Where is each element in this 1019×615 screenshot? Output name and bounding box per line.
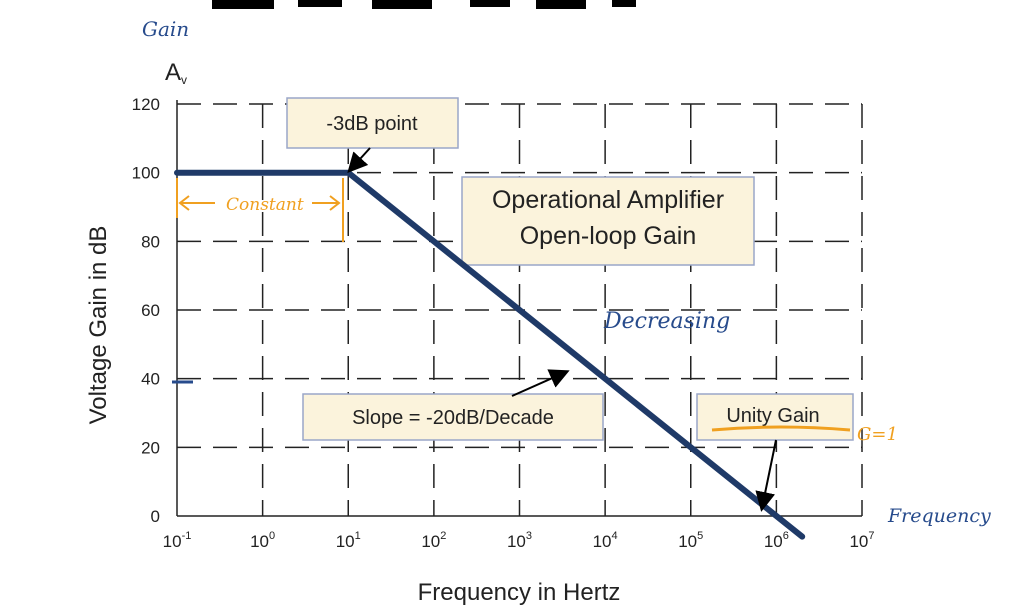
series-layer <box>174 169 806 540</box>
y-tick-label-100: 100 <box>132 164 160 183</box>
constant-bracket <box>176 178 344 242</box>
title-box-line2: Open-loop Gain <box>520 222 697 250</box>
cropped-title-remnant <box>212 0 636 9</box>
title-box-line1: Operational Amplifier <box>492 186 724 214</box>
y-tick-label-20: 20 <box>141 438 160 457</box>
axes <box>176 100 862 517</box>
unity-gain-box: Unity Gain <box>696 393 854 441</box>
unity-gain-label: Unity Gain <box>726 405 819 427</box>
handwritten-frequency: Frequency <box>887 505 991 527</box>
unity-gain-underline <box>711 425 851 432</box>
x-tick-label-6: 106 <box>764 530 789 551</box>
unity-gain-arrow <box>755 439 777 512</box>
x-tick-label-7: 107 <box>849 530 874 551</box>
y-tick-label-40: 40 <box>141 370 160 389</box>
x-tick-label-3: 103 <box>507 530 532 551</box>
y-tick-label-120: 120 <box>132 95 160 114</box>
slope-label: Slope = -20dB/Decade <box>352 407 554 429</box>
y-tick-labels: 0 20 40 60 80 100 120 <box>132 95 160 526</box>
handwritten-gain: Gain <box>142 17 189 41</box>
x-tick-label-2: 102 <box>421 530 446 551</box>
y-axis-title: Voltage Gain in dB <box>85 226 112 425</box>
title-box: Operational Amplifier Open-loop Gain <box>461 176 755 266</box>
slope-arrow <box>511 369 570 397</box>
handwritten-g1: G=1 <box>857 424 898 445</box>
minus-3db-arrow <box>347 147 371 173</box>
gain-curve-0 <box>174 169 806 540</box>
x-tick-label-0: 100 <box>250 530 275 551</box>
y-tick-label-60: 60 <box>141 301 160 320</box>
y-axis-symbol: Av <box>165 59 187 87</box>
minus-3db-label: -3dB point <box>326 113 418 135</box>
slope-box: Slope = -20dB/Decade <box>302 393 604 441</box>
x-tick-label-1: 101 <box>336 530 361 551</box>
minus-3db-box: -3dB point <box>286 97 459 149</box>
x-tick-labels: 10-1 100 101 102 103 104 105 106 107 <box>163 530 875 551</box>
y-tick-label-0: 0 <box>151 507 160 526</box>
handwritten-decreasing: Decreasing <box>603 309 730 334</box>
grid <box>177 103 863 516</box>
handwritten-constant: Constant <box>226 195 304 215</box>
x-tick-label-5: 105 <box>678 530 703 551</box>
y-tick-label-80: 80 <box>141 232 160 251</box>
x-axis-title: Frequency in Hertz <box>418 579 621 606</box>
x-tick-label--1: 10-1 <box>163 530 192 551</box>
x-tick-label-4: 104 <box>593 530 618 551</box>
